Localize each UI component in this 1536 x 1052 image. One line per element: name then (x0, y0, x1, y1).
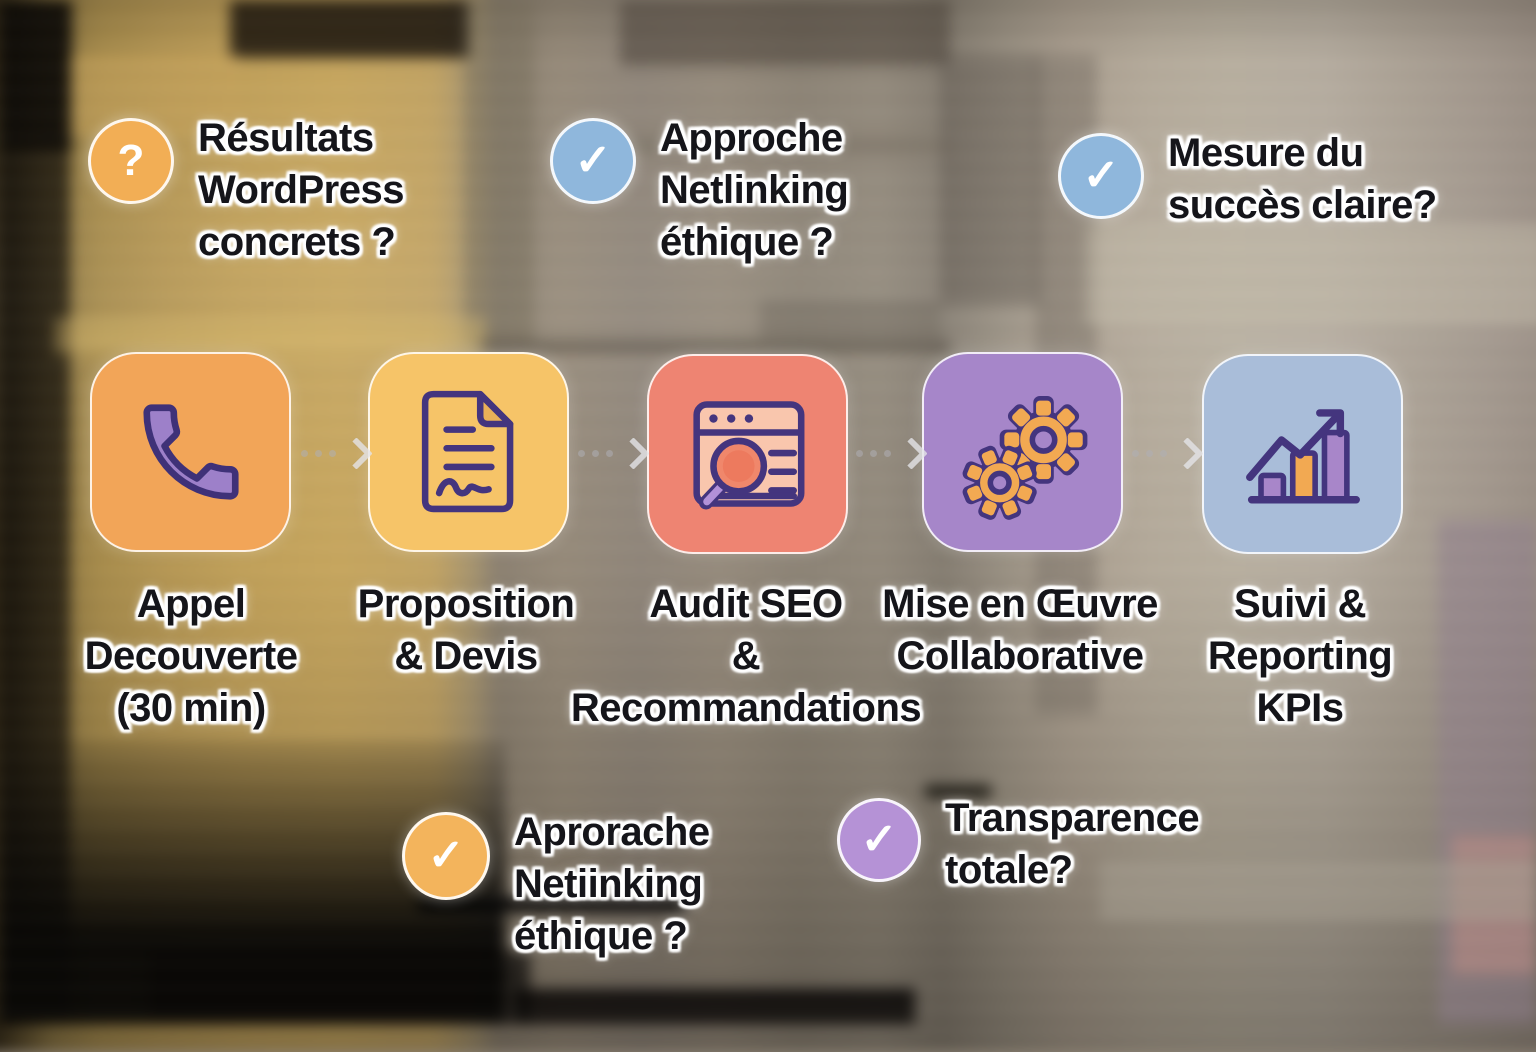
question-label: Aprorache Netiinking éthique ? (514, 810, 710, 958)
process-card-mise-en-oeuvre (922, 352, 1123, 552)
background-streak (230, 0, 470, 58)
background-streaks (0, 0, 1536, 1024)
background-streak (0, 0, 72, 150)
gears-icon (962, 396, 1087, 520)
arrow-dot (606, 450, 613, 457)
step-label-proposition-devis: Proposition & Devis (357, 582, 575, 678)
question-label: Transparence totale? (945, 796, 1200, 892)
question-badge-wordpress: ? Résultats WordPress concrets ? (88, 116, 404, 268)
background-streak (620, 0, 950, 66)
arrow-dot (856, 450, 863, 457)
flow-arrow-icon (578, 437, 650, 470)
flow-arrow-icon (856, 437, 928, 470)
arrow-dot (1160, 450, 1167, 457)
question-badge-mesure: ✓ Mesure du succès claire? (1058, 131, 1437, 231)
process-card-suivi-reporting (1202, 354, 1403, 554)
arrow-chevron (895, 437, 928, 470)
background-streak (925, 785, 991, 798)
background-streak (515, 988, 915, 1024)
arrow-dot (578, 450, 585, 457)
step-label-suivi-reporting: Suivi & Reporting KPIs (1207, 582, 1393, 730)
checkmark-icon: ✓ (1058, 133, 1144, 219)
arrow-dot (301, 450, 308, 457)
question-badge-aprorache: ✓ Aprorache Netiinking éthique ? (402, 810, 710, 962)
background-streak (760, 300, 940, 340)
arrow-chevron (617, 437, 650, 470)
background-streak (55, 318, 485, 354)
flow-arrow-icon (301, 437, 373, 470)
arrow-chevron (340, 437, 373, 470)
question-mark-icon: ? (88, 118, 174, 204)
arrow-chevron (1171, 437, 1204, 470)
bar-chart-icon (1245, 409, 1360, 504)
infographic: ? Résultats WordPress concrets ? ✓ Appro… (84, 116, 1438, 962)
flow-arrow-icon (1132, 437, 1204, 470)
arrow-dot (592, 450, 599, 457)
seo-audit-icon (692, 401, 804, 510)
arrow-dot (329, 450, 336, 457)
background-streak (940, 55, 1040, 305)
checkmark-icon: ✓ (550, 118, 636, 204)
step-label-audit-seo: Audit SEO & Recommandations (570, 582, 922, 730)
arrow-dot (884, 450, 891, 457)
process-card-audit-seo (647, 354, 848, 554)
background-streak (1085, 225, 1536, 325)
question-label: Approche Netlinking éthique ? (660, 116, 849, 264)
arrow-dot (315, 450, 322, 457)
process-card-proposition-devis (368, 352, 569, 552)
background-streak (418, 897, 686, 912)
question-label: Résultats WordPress concrets ? (198, 116, 404, 264)
background-streak (150, 952, 530, 1024)
background-streak (1100, 860, 1536, 920)
background-streak (480, 340, 950, 352)
step-label-mise-en-oeuvre: Mise en Œuvre Collaborative (882, 582, 1158, 678)
background-streak (70, 55, 240, 135)
question-label: Mesure du succès claire? (1168, 131, 1437, 227)
arrow-dot (1146, 450, 1153, 457)
document-icon (421, 390, 513, 513)
process-card-appel-decouverte (90, 352, 291, 552)
question-badge-transparence: ✓ Transparence totale? (837, 796, 1200, 896)
phone-icon (142, 404, 239, 500)
checkmark-icon: ✓ (837, 798, 921, 882)
arrow-dot (1132, 450, 1139, 457)
arrow-dot (870, 450, 877, 457)
step-label-appel-decouverte: Appel Decouverte (30 min) (84, 582, 298, 730)
background-streak (464, 0, 534, 350)
background-streak (600, 132, 950, 158)
question-badge-netlinking: ✓ Approche Netlinking éthique ? (550, 116, 849, 268)
checkmark-icon: ✓ (402, 812, 490, 900)
